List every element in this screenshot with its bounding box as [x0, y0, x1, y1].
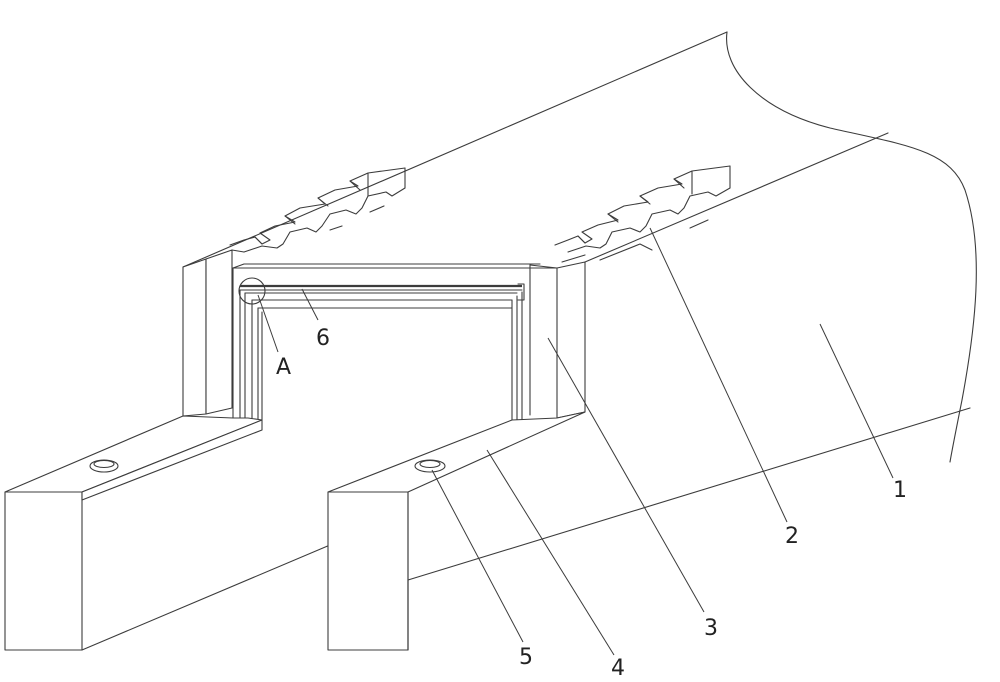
dovetail-grooves-left: [229, 167, 406, 253]
callouts: 1 2 3 4 5 6 A: [276, 326, 907, 681]
label-4: 4: [611, 656, 625, 681]
main-body: [81, 31, 977, 651]
label-6: 6: [316, 326, 330, 351]
slide-frame: [232, 263, 558, 421]
left-post: [182, 249, 245, 417]
label-1: 1: [893, 478, 907, 503]
dovetail-grooves-right: [554, 165, 731, 261]
detail-circle-a: [238, 277, 266, 305]
label-3: 3: [704, 616, 718, 641]
top-bar: [240, 283, 525, 301]
leader-lines: [257, 227, 894, 656]
label-5: 5: [519, 645, 533, 670]
label-2: 2: [785, 524, 799, 549]
right-base-block: [327, 411, 586, 651]
label-a: A: [276, 355, 291, 380]
right-post: [529, 254, 586, 419]
left-base-block: [4, 415, 263, 651]
